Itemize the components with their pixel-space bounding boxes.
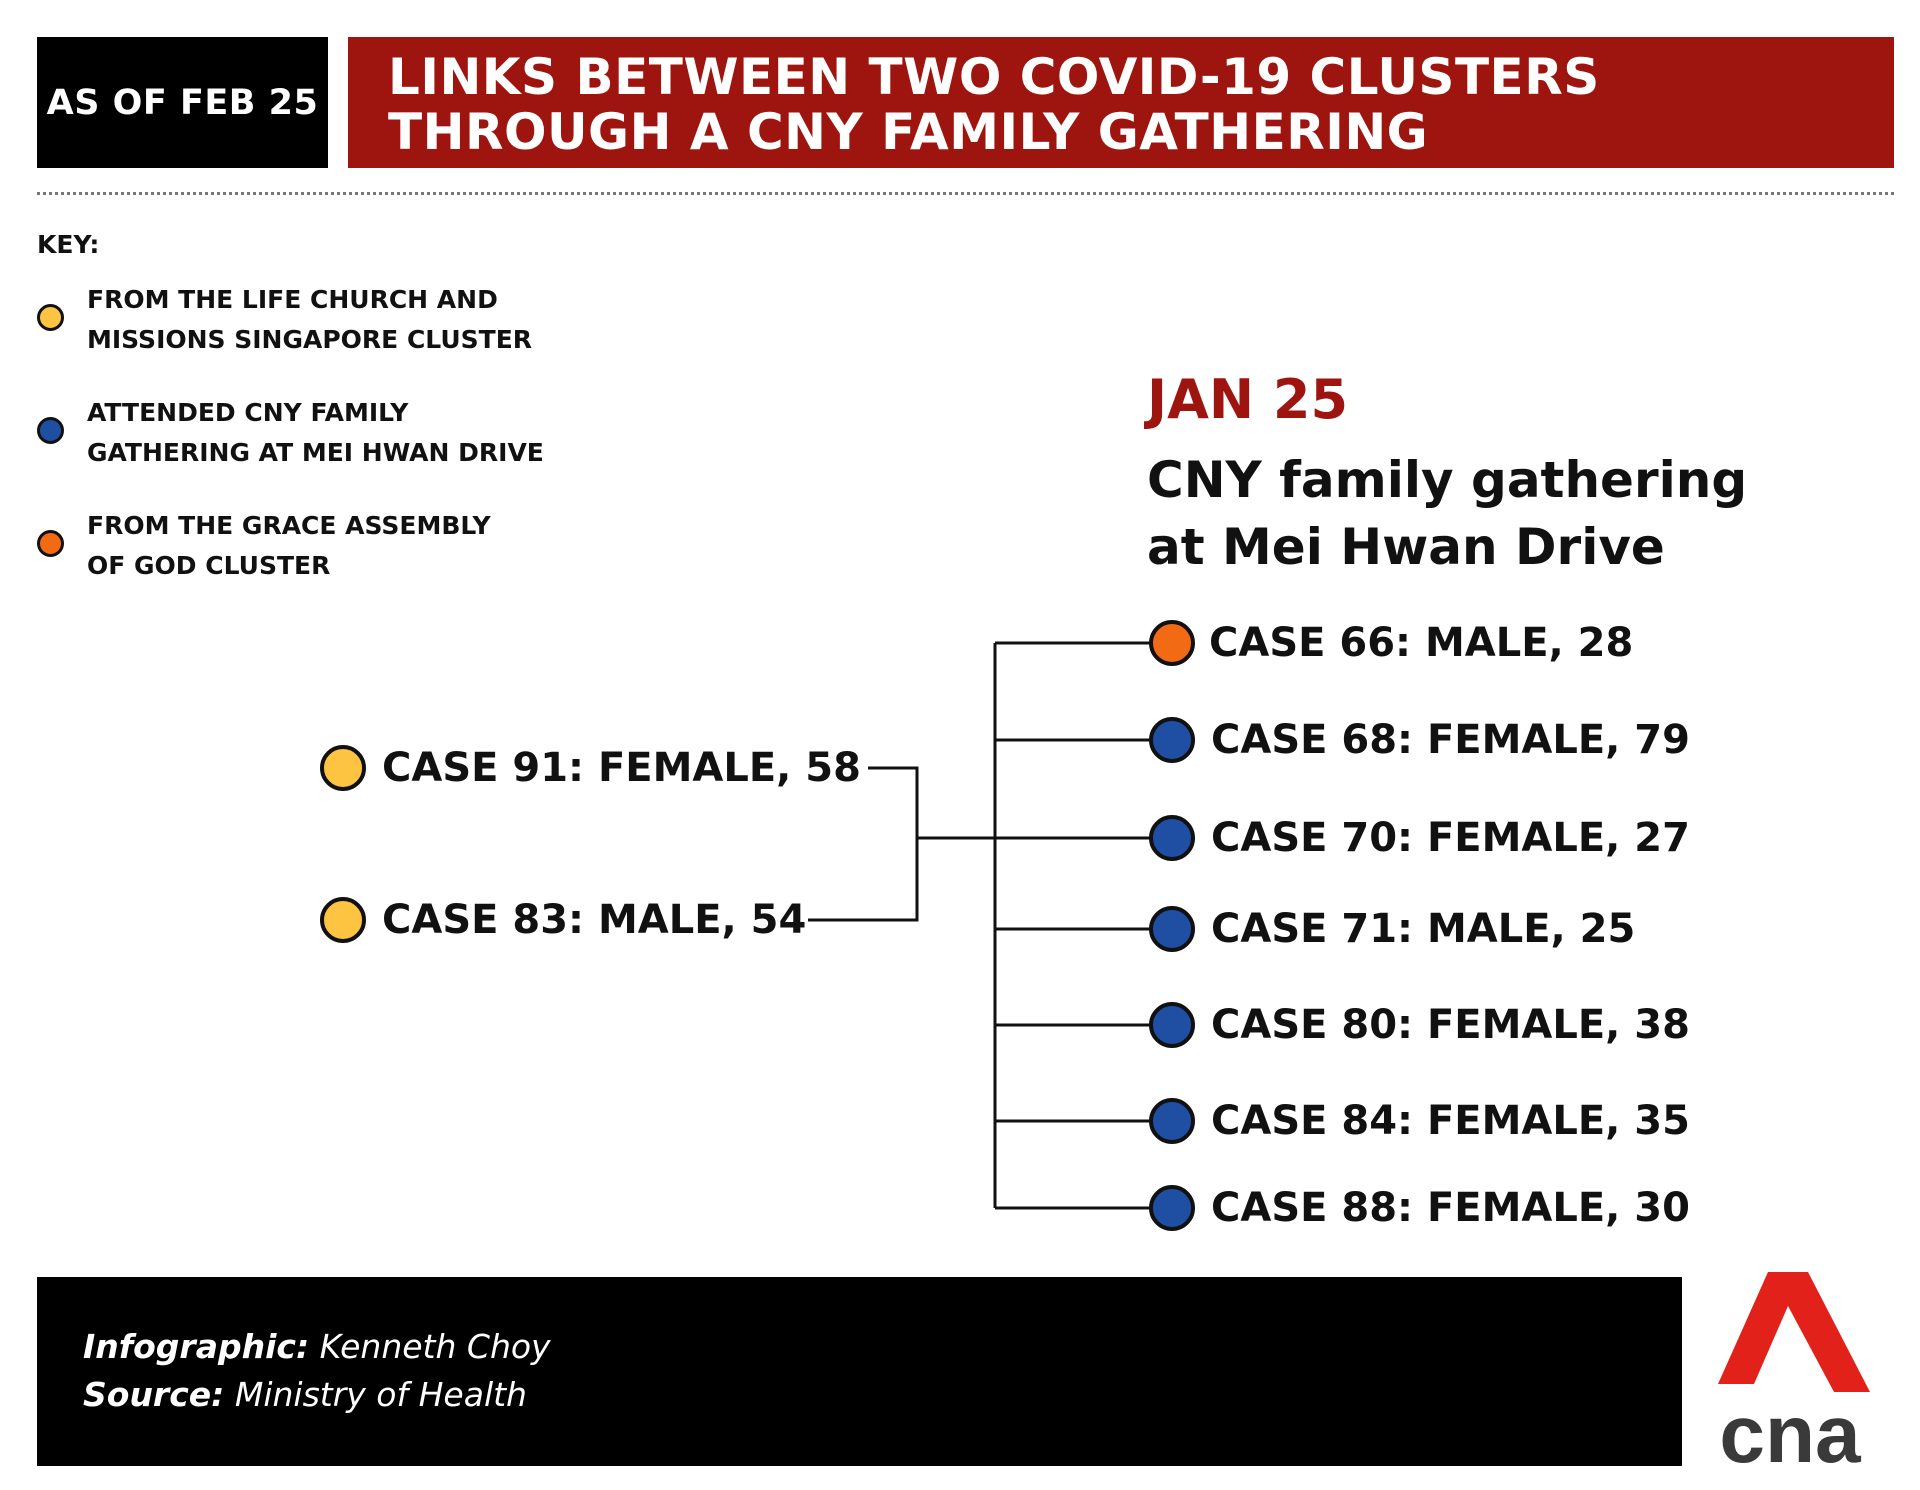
event-date: JAN 25 (1147, 368, 1349, 431)
credit-infographic: Infographic: Kenneth Choy (83, 1327, 551, 1366)
orange-dot-icon (37, 530, 64, 557)
blue-dot-icon (1149, 1098, 1195, 1144)
footer-bar: Infographic: Kenneth Choy Source: Minist… (37, 1277, 1682, 1466)
connector-case-83 (808, 838, 919, 922)
blue-dot-icon (1149, 717, 1195, 763)
title-line-2: THROUGH A CNY FAMILY GATHERING (388, 103, 1429, 161)
credit-value: Kenneth Choy (319, 1327, 551, 1366)
key-label: FROM THE GRACE ASSEMBLY OF GOD CLUSTER (87, 511, 491, 580)
credit-source: Source: Ministry of Health (83, 1375, 527, 1414)
blue-dot-icon (37, 417, 64, 444)
date-badge: AS OF FEB 25 (37, 37, 328, 168)
yellow-dot-icon (320, 897, 366, 943)
yellow-dot-icon (37, 304, 64, 331)
credit-label: Source: (83, 1375, 225, 1414)
key-heading: KEY: (37, 230, 100, 259)
credit-label: Infographic: (83, 1327, 310, 1366)
case-node-88: CASE 88: FEMALE, 30 (1149, 1180, 1690, 1236)
case-node-68: CASE 68: FEMALE, 79 (1149, 712, 1690, 768)
dotted-divider (37, 192, 1894, 195)
case-label: CASE 66: MALE, 28 (1209, 620, 1634, 666)
title-banner: LINKS BETWEEN TWO COVID-19 CLUSTERS THRO… (348, 37, 1894, 168)
key-label: FROM THE LIFE CHURCH AND MISSIONS SINGAP… (87, 285, 533, 354)
case-label: CASE 70: FEMALE, 27 (1211, 815, 1690, 861)
blue-dot-icon (1149, 1185, 1195, 1231)
case-label: CASE 71: MALE, 25 (1211, 906, 1636, 952)
key-label: ATTENDED CNY FAMILY GATHERING AT MEI HWA… (87, 398, 544, 467)
orange-dot-icon (1149, 620, 1195, 666)
event-description: CNY family gathering at Mei Hwan Drive (1147, 451, 1748, 576)
logo-wordmark: cna (1719, 1389, 1862, 1468)
case-label: CASE 83: MALE, 54 (382, 897, 807, 943)
case-node-83: CASE 83: MALE, 54 (320, 892, 806, 948)
case-node-71: CASE 71: MALE, 25 (1149, 901, 1635, 957)
blue-dot-icon (1149, 1002, 1195, 1048)
case-label: CASE 80: FEMALE, 38 (1211, 1002, 1690, 1048)
blue-dot-icon (1149, 815, 1195, 861)
case-node-84: CASE 84: FEMALE, 35 (1149, 1093, 1690, 1149)
case-label: CASE 68: FEMALE, 79 (1211, 717, 1690, 763)
case-node-80: CASE 80: FEMALE, 38 (1149, 997, 1690, 1053)
case-label: CASE 88: FEMALE, 30 (1211, 1185, 1690, 1231)
case-label: CASE 84: FEMALE, 35 (1211, 1098, 1690, 1144)
cna-logo: cna (1718, 1272, 1870, 1468)
case-node-91: CASE 91: FEMALE, 58 (320, 740, 861, 796)
yellow-dot-icon (320, 745, 366, 791)
case-label: CASE 91: FEMALE, 58 (382, 745, 861, 791)
case-node-70: CASE 70: FEMALE, 27 (1149, 810, 1690, 866)
blue-dot-icon (1149, 906, 1195, 952)
title-line-1: LINKS BETWEEN TWO COVID-19 CLUSTERS (388, 48, 1600, 106)
case-node-66: CASE 66: MALE, 28 (1149, 615, 1633, 671)
credit-value: Ministry of Health (234, 1375, 527, 1414)
connector-case-91 (868, 766, 919, 838)
logo-triangle (1718, 1272, 1870, 1392)
